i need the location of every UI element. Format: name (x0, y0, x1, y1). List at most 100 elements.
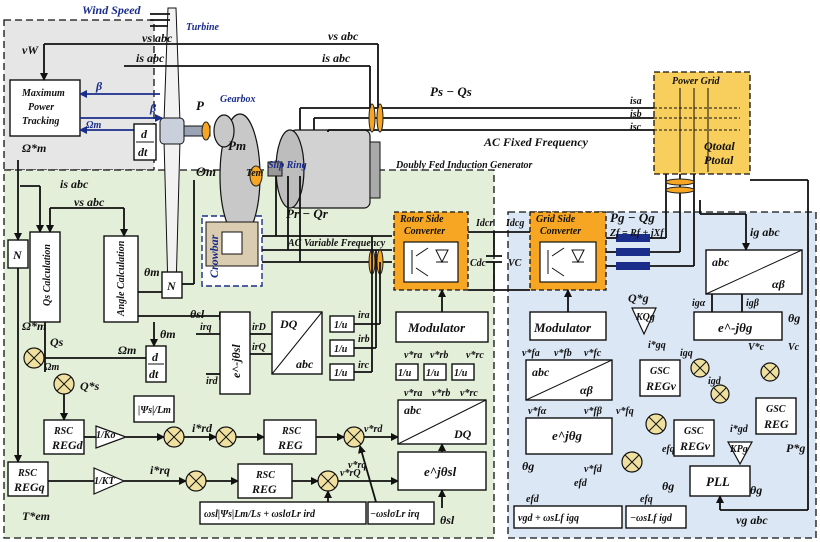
cdc-label: Cdc (470, 258, 487, 269)
inv-u-vra (395, 363, 419, 381)
rot-g-pos-block (525, 417, 613, 455)
svg-text:RSC: RSC (281, 426, 301, 437)
ff-q-label: −ωsLf igd (630, 513, 673, 524)
ac-variable-label: AC Variable Frequency (287, 238, 386, 249)
angle-calc-label: Angle Calculation (116, 240, 127, 317)
igb-label: igβ (746, 298, 760, 309)
isa-label: isa (630, 96, 642, 107)
beta-label-2: β (149, 101, 157, 115)
p-total-label: Ptotal (704, 153, 734, 167)
efd-label-2: efd (526, 494, 540, 505)
efq-label: efq (662, 444, 675, 455)
rot-sl-block (219, 311, 251, 395)
vfb-abc-label: v*fb (554, 348, 572, 359)
vc-meas-label: Vc (788, 342, 800, 353)
decouple-d-label: −ωslσLr irq (370, 509, 420, 520)
ff-d-block (513, 505, 623, 529)
ird-star-label: i*rd (192, 421, 213, 435)
vw-label: vW (22, 43, 39, 57)
mppt-label-1: Maximum (21, 88, 65, 99)
vrd-star-label: v*rd (364, 424, 383, 435)
svg-text:GSC: GSC (684, 426, 704, 437)
reg-v-label-2: REGv (679, 439, 711, 453)
zf-label: Zf = Rf + jXf (609, 228, 665, 239)
svg-text:RSC: RSC (255, 470, 275, 481)
svg-text:1/u: 1/u (398, 368, 412, 379)
rsc-reg-q-block (7, 461, 49, 497)
svg-text:v*rc: v*rc (460, 388, 478, 399)
svg-text:REG: REG (763, 417, 789, 431)
rsc-reg-irq-block (237, 463, 293, 499)
svg-text:GSC: GSC (766, 404, 786, 415)
theta-m-label-1: θm (144, 265, 160, 279)
mppt-block (9, 79, 81, 137)
vc-label: VC (508, 258, 522, 269)
isc-label: isc (630, 122, 642, 133)
dfig-label: Doubly Fed Induction Generator (395, 160, 533, 171)
svg-text:RSC: RSC (53, 426, 73, 437)
irq-star-label: i*rq (150, 463, 170, 477)
svg-text:abc: abc (712, 255, 730, 269)
gsc-reg-v-block-2 (673, 419, 715, 457)
vfa-abc-label: v*fa (522, 348, 540, 359)
grid-busbars (654, 88, 740, 172)
decouple-d-block (367, 501, 435, 525)
is-abc-top-label: is abc (136, 51, 165, 65)
omega-m-label: Ωm (86, 120, 101, 131)
rsc-conv-label-2: Converter (404, 226, 445, 237)
svg-text:REG: REG (277, 438, 303, 452)
vrc-star-label: v*rc (466, 350, 484, 361)
pr-qr-label: Pr − Qr (286, 206, 329, 221)
pg-star-label: P*g (786, 441, 805, 455)
theta-m-cap-label: Θm (196, 164, 216, 179)
p-label: P (196, 98, 205, 113)
vrb-star-label: v*rb (430, 350, 448, 361)
rot-g-pos-label: e^jθg (552, 428, 583, 443)
rsc-conv-label-1: Rotor Side (399, 214, 444, 225)
gsc-conv-label-2: Converter (540, 226, 581, 237)
wind-speed-icon (150, 13, 170, 27)
rsc-modulator-label: Modulator (407, 320, 466, 335)
igq-label: igq (680, 348, 693, 359)
omega-m-rsc-label-2: Ωm (44, 362, 59, 373)
ff-q-block (625, 505, 687, 529)
vs-abc-top2-label: vs abc (328, 29, 359, 43)
vs-abc-rsc-label: vs abc (74, 195, 105, 209)
svg-text:GSC: GSC (650, 366, 670, 377)
vfa-star-label: v*fα (528, 406, 547, 417)
gsc-conv-label-1: Grid Side (536, 214, 576, 225)
irq-label: irq (200, 322, 212, 333)
svg-text:v*rb: v*rb (432, 388, 450, 399)
irc-label: irc (358, 360, 370, 371)
svg-text:DQ: DQ (279, 317, 298, 331)
vfd-star-label: v*fd (584, 464, 603, 475)
stator-bus (299, 103, 654, 133)
decouple-q-block (199, 501, 367, 525)
theta-m-label-2: θm (160, 327, 176, 341)
beta-label-1: β (95, 79, 103, 93)
kpg-label: KPg (729, 444, 748, 455)
dfig-machine-icon (267, 129, 381, 209)
slip-ring-label: Slip Ring (268, 160, 307, 171)
q-total-label: Qtotal (704, 139, 735, 153)
rot-sl-label: e^-jθsl (229, 344, 243, 378)
theta-g-label-2: θg (522, 459, 534, 473)
inv-u-vrb (423, 363, 447, 381)
gsc-converter-icon (539, 241, 597, 283)
gsc-reg-v-block-1 (639, 359, 681, 397)
ddt-dt-label: dt (138, 145, 148, 159)
irq-o-label: irQ (252, 342, 266, 353)
idcr-label: Idcr (475, 218, 493, 229)
rot-sl-pos-label: e^jθsl (424, 464, 457, 479)
is-abc-rsc-label: is abc (60, 177, 89, 191)
reg-v-label-1: REGv (645, 379, 677, 393)
gearbox-label: Gearbox (220, 94, 256, 105)
efq-label-2: efq (640, 494, 653, 505)
ff-d-label: vgd + ωsLf igq (518, 513, 579, 524)
power-grid-box (653, 71, 751, 175)
gearbox-icon (213, 113, 263, 239)
n-block-mid (161, 271, 183, 299)
svg-text:1/u: 1/u (334, 344, 348, 355)
ig-abc-label: ig abc (750, 225, 780, 239)
